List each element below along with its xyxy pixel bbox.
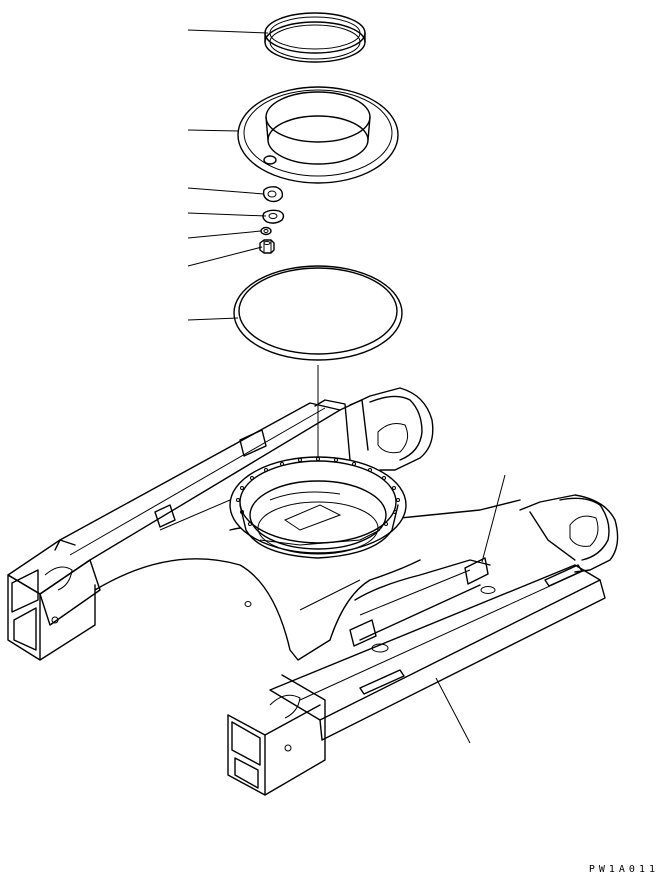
leader-lines bbox=[187, 29, 506, 744]
seal-ring-part bbox=[264, 12, 366, 63]
bolt-holes bbox=[236, 457, 400, 526]
cover-plate-part bbox=[237, 86, 399, 184]
leader-seal-ring bbox=[187, 29, 269, 34]
swing-circle-mount bbox=[229, 456, 407, 559]
leader-nut bbox=[187, 246, 263, 267]
leader-cover-plate bbox=[187, 129, 239, 132]
leader-lock-plate bbox=[187, 187, 265, 195]
spring-washer-part bbox=[260, 226, 272, 236]
leader-o-ring bbox=[187, 317, 239, 321]
track-frame-part bbox=[7, 387, 619, 796]
leader-bracket bbox=[481, 474, 506, 563]
nut-part bbox=[259, 239, 275, 254]
leader-track-frame bbox=[435, 677, 471, 744]
lock-plate-part bbox=[262, 186, 284, 203]
leader-washer bbox=[187, 212, 267, 217]
drawing-code: PW1A011 bbox=[588, 864, 659, 875]
washer-part bbox=[262, 209, 285, 224]
leader-spring-washer bbox=[187, 230, 262, 239]
o-ring-part bbox=[233, 265, 403, 361]
